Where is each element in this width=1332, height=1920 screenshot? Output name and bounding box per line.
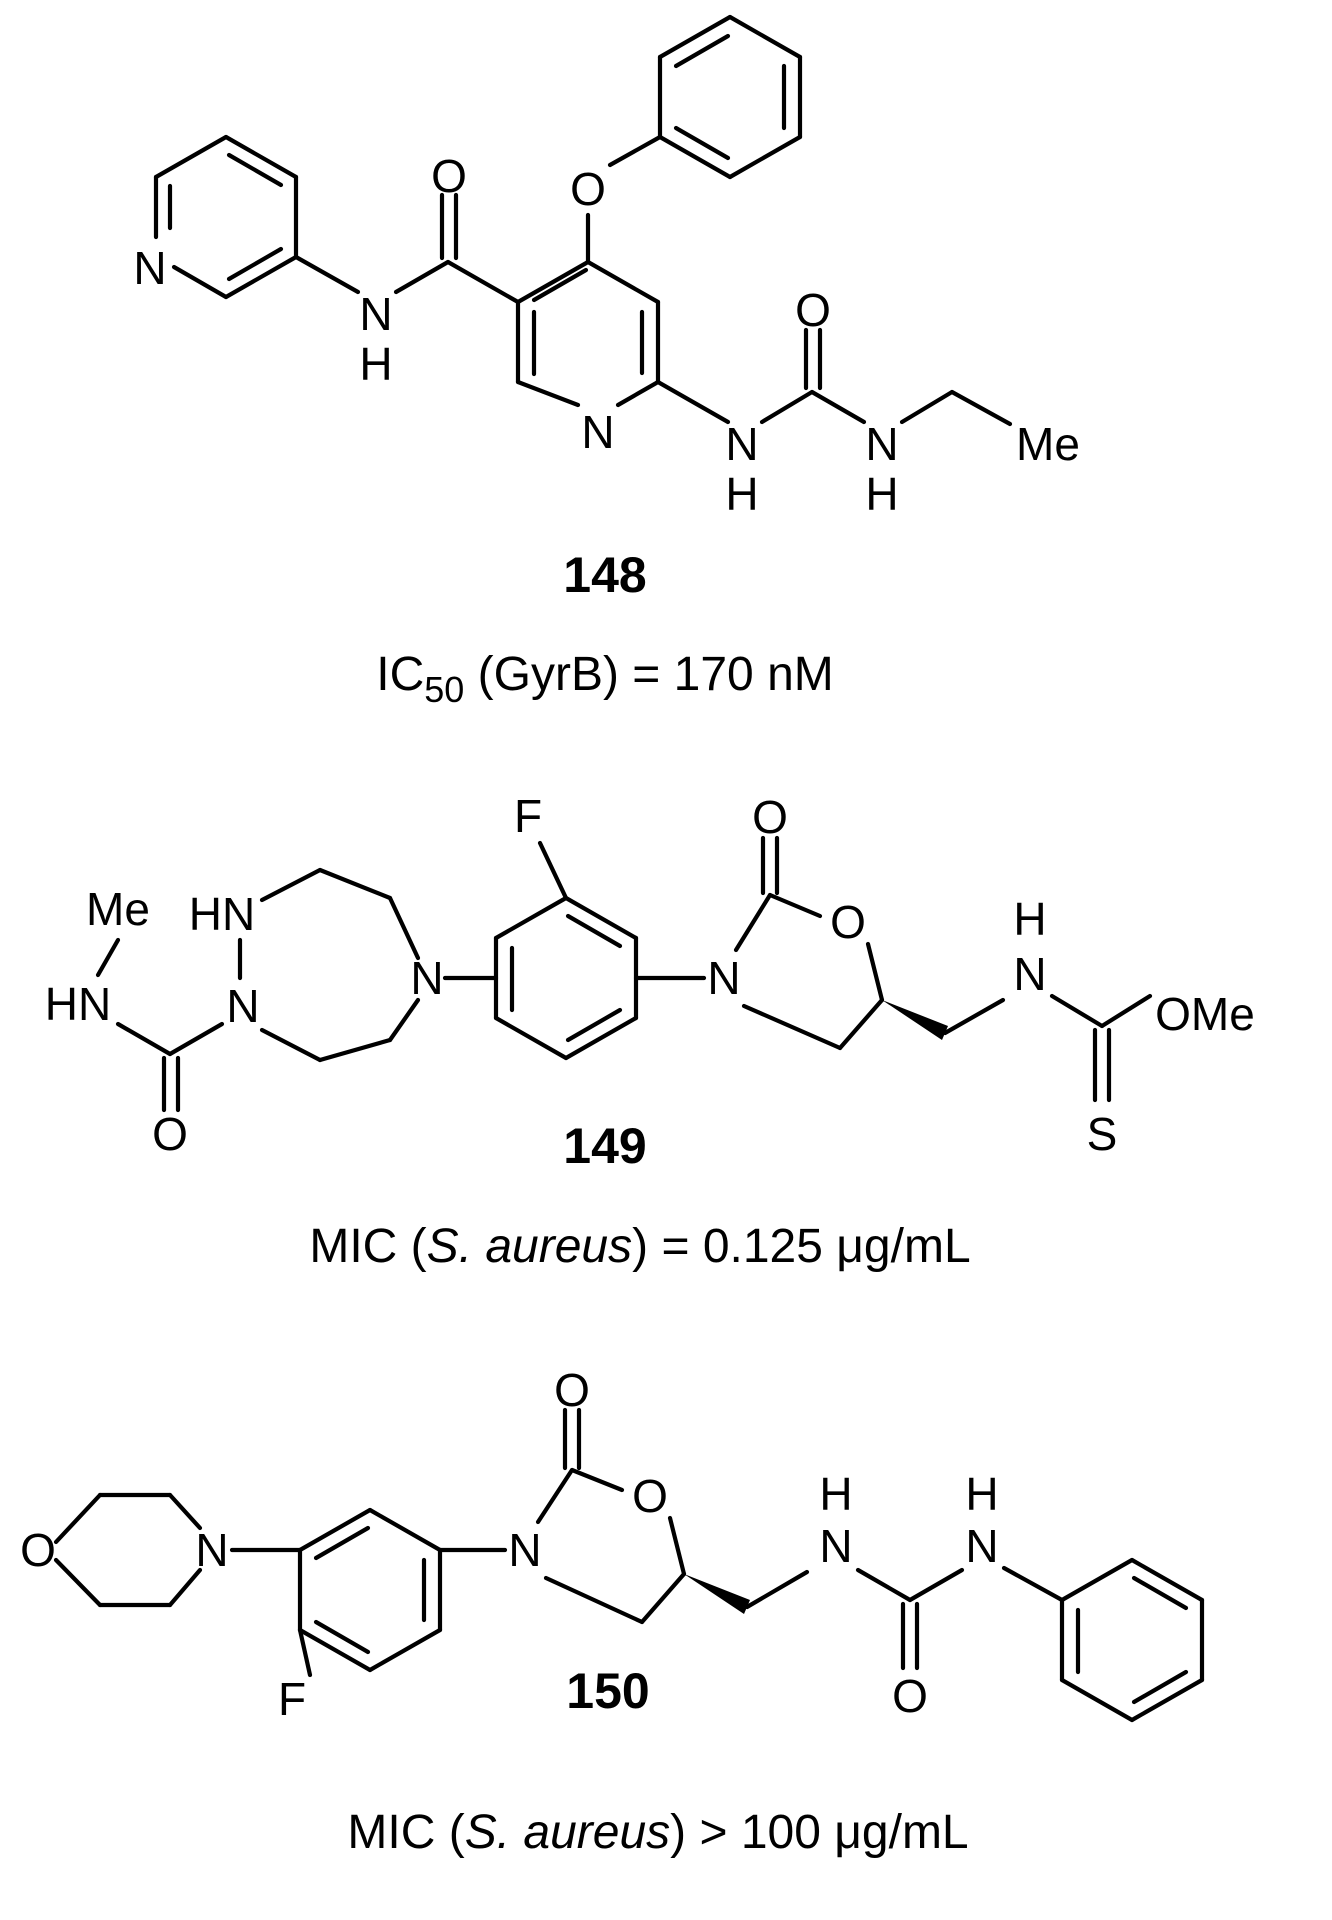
atom-n-morph: N [195,1524,228,1576]
atom-f: F [514,790,542,842]
fluorophenyl-ring [493,895,639,1061]
activity-text: ) > 100 μg/mL [670,1806,968,1859]
atom-o-carbonyl: O [152,1108,188,1160]
compound-149-activity: MIC (S. aureus) = 0.125 μg/mL [309,1220,970,1273]
phenyl-ring-top [657,14,803,180]
atom-o-ox: O [830,896,866,948]
atom-nh-amide-h: H [359,338,392,390]
oxazolidinone-ring [535,1467,687,1625]
atom-n-urea2: N [965,1520,998,1572]
fluorophenyl-ring [297,1507,443,1673]
activity-organism: S. aureus [427,1220,632,1273]
atom-o-morph: O [20,1524,56,1576]
morpholine-ring [53,1492,203,1608]
atom-hn-left: HN [45,978,111,1030]
atom-o-urea: O [795,284,831,336]
atom-f: F [278,1673,306,1725]
activity-text: ) = 0.125 μg/mL [632,1220,971,1273]
oxazolidinone-ring [733,892,885,1051]
atom-h-thio: H [1013,893,1046,945]
atom-me: Me [1016,418,1080,470]
atom-nh-amide-n: N [359,288,392,340]
activity-subscript: 50 [424,669,464,710]
wedge-bond [882,1000,948,1040]
atom-n-ox: N [508,1524,541,1576]
atom-n-pyridine: N [133,242,166,294]
atom-hn-ring: HN [189,888,255,940]
phenyl-ring [1059,1557,1205,1723]
atom-o-ox: O [632,1470,668,1522]
activity-text: (GyrB) = 170 nM [464,648,833,701]
atom-n-urea1: N [819,1520,852,1572]
atom-nh-urea1-h: H [725,468,758,520]
atom-n-ring: N [581,406,614,458]
atom-h-urea2: H [965,1468,998,1520]
compound-150-activity: MIC (S. aureus) > 100 μg/mL [347,1806,968,1859]
atom-o-ox-carbonyl: O [752,791,788,843]
atom-s: S [1087,1108,1118,1160]
atom-o-urea: O [892,1670,928,1722]
diazepane-ring [237,867,421,1063]
compound-150-label: 150 [566,1663,649,1719]
atom-o-amide: O [431,150,467,202]
atom-n-ring2: N [226,980,259,1032]
atom-n-ox: N [707,952,740,1004]
atom-ome: OMe [1155,988,1255,1040]
activity-prefix: MIC ( [309,1220,426,1273]
atom-nh-urea2-h: H [865,468,898,520]
compound-148-structure: N N H O N O [133,14,1080,520]
atom-nh-urea1-n: N [725,418,758,470]
atom-h-urea1: H [819,1468,852,1520]
central-pyridine-ring [515,259,661,408]
atom-o-ether: O [570,163,606,215]
atom-n-thio: N [1013,948,1046,1000]
pyridine-ring [153,134,299,300]
atom-me-top: Me [86,883,150,935]
compound-149-structure: F N HN N [45,790,1255,1160]
wedge-bond [684,1574,750,1614]
atom-n-aryl: N [410,952,443,1004]
activity-prefix: IC [376,648,424,701]
compound-148-label: 148 [563,547,646,603]
activity-prefix: MIC ( [347,1806,464,1859]
atom-nh-urea2-n: N [865,418,898,470]
compound-149-label: 149 [563,1118,646,1174]
compound-150-structure: O N F N O O H N [20,1364,1205,1725]
compound-148-activity: IC50 (GyrB) = 170 nM [376,648,834,710]
atom-o-ox-carbonyl: O [554,1364,590,1416]
activity-organism: S. aureus [465,1806,670,1859]
